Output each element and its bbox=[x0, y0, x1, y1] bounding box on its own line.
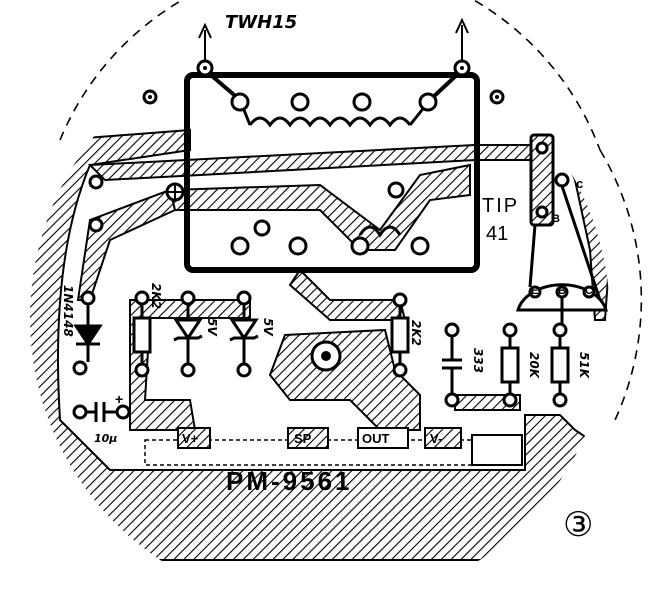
connector-strip bbox=[144, 427, 523, 466]
board-outline bbox=[59, 0, 643, 421]
diode-1n4148-label: 1N4148 bbox=[61, 285, 75, 337]
transformer-label: TWH15 bbox=[225, 12, 297, 33]
copper-mid-trace bbox=[169, 163, 471, 251]
capacitor-333-label: 333 bbox=[471, 348, 485, 373]
side-pin-b-label: B bbox=[552, 213, 560, 225]
resistor-2k2-left-label: 2K2 bbox=[149, 283, 163, 309]
connector-pin-vplus: V+ bbox=[182, 431, 199, 446]
copper-top-trace bbox=[87, 144, 541, 182]
module-label: PM-9561 bbox=[226, 466, 353, 496]
zener-5v-b-label: 5V bbox=[261, 318, 275, 337]
transformer bbox=[184, 17, 480, 273]
resistor-51k-label: 51K bbox=[577, 352, 591, 380]
connector-pin-sp: SP bbox=[294, 431, 312, 446]
transistor-name-label: TIP bbox=[482, 195, 519, 217]
zener-5v-a-label: 5V bbox=[205, 318, 219, 337]
component-symbols bbox=[73, 304, 570, 422]
capacitor-10u-plus: + bbox=[115, 391, 123, 407]
transistor-pin-c: C bbox=[585, 285, 593, 297]
resistor-2k2-right-label: 2K2 bbox=[409, 320, 423, 346]
resistor-20k-label: 20K bbox=[527, 352, 541, 380]
copper-lower-trace bbox=[288, 268, 407, 321]
transistor-number-label: 41 bbox=[486, 223, 508, 245]
figure-number: ③ bbox=[563, 506, 593, 544]
transistor-tip41 bbox=[515, 133, 609, 325]
connector-pin-vminus: V- bbox=[430, 431, 442, 446]
transistor-pin-e: E bbox=[531, 285, 538, 297]
side-pin-c-label: c bbox=[576, 176, 583, 191]
potentiometer bbox=[310, 340, 342, 372]
transistor-pin-b: B bbox=[558, 285, 566, 297]
capacitor-10u-label: 10μ bbox=[94, 432, 117, 445]
connector-pin-out: OUT bbox=[362, 431, 390, 446]
